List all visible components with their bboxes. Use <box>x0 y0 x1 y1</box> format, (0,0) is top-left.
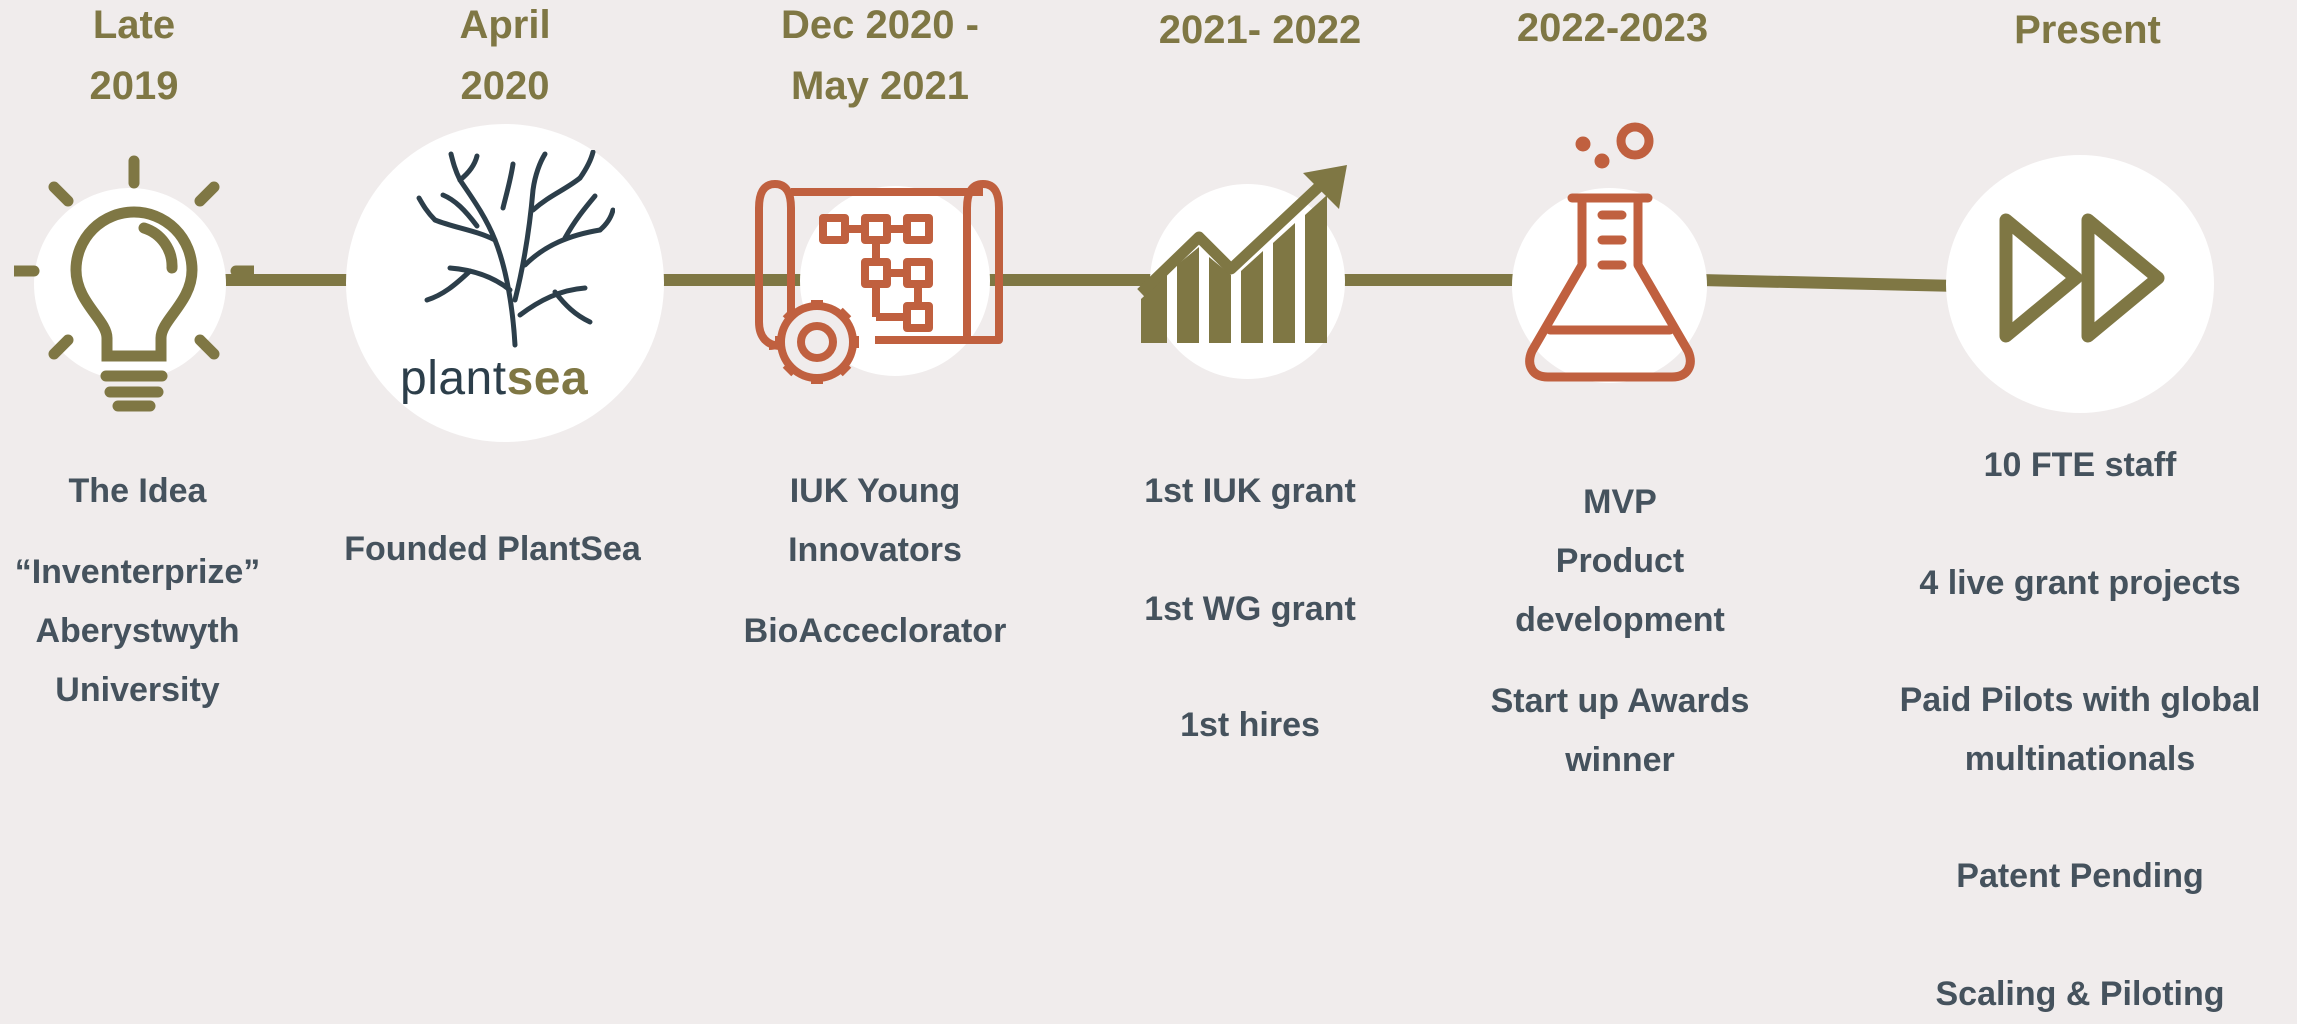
milestone-item: 4 live grant projects <box>1919 564 2241 602</box>
fast-forward-icon <box>1999 213 2165 343</box>
milestone-item: 10 FTE staff <box>1983 446 2177 484</box>
milestone-item: Paid Pilots with global multinationals <box>1899 681 2261 778</box>
milestone-description: The Idea “Inventerprize” Aberystwyth Uni… <box>0 462 275 720</box>
milestone-description: IUK Young Innovators BioAcceclorator <box>725 462 1025 661</box>
milestone-item: Patent Pending <box>1956 857 2204 895</box>
flask-icon <box>1525 122 1695 382</box>
milestone-description: MVP Product development Start up Awards … <box>1470 473 1770 790</box>
milestone-item: 1st IUK grant <box>1144 472 1356 510</box>
logo-text-plant: plant <box>400 352 507 405</box>
milestone-item: IUK Young Innovators <box>788 472 962 569</box>
milestone-item: MVP Product development <box>1515 483 1725 639</box>
icon-circle <box>1512 188 1707 383</box>
milestone-item: 1st WG grant <box>1144 590 1356 628</box>
coral-icon <box>416 150 615 348</box>
lightbulb-icon <box>14 155 254 412</box>
milestone-date: Dec 2020 - May 2021 <box>781 3 979 108</box>
milestone-description: 1st IUK grant 1st WG grant 1st hires <box>1100 462 1400 755</box>
milestone-date: 2022-2023 <box>1516 6 1709 50</box>
logo-text-sea: sea <box>506 352 589 405</box>
milestone-date: Present <box>2014 8 2161 52</box>
blueprint-gear-icon <box>755 180 1003 384</box>
milestone-description: Founded PlantSea <box>320 520 665 579</box>
milestone-item: “Inventerprize” Aberystwyth University <box>14 553 261 709</box>
milestone-item: The Idea <box>68 472 207 510</box>
milestone-date: April 2020 <box>459 3 551 108</box>
growth-chart-icon <box>1137 165 1347 343</box>
milestone-item: Start up Awards winner <box>1490 682 1750 779</box>
milestone-item: Founded PlantSea <box>344 530 641 568</box>
milestone-item: 1st hires <box>1180 706 1320 744</box>
plantsea-logo: plantsea <box>400 354 588 404</box>
milestone-date: 2021- 2022 <box>1158 8 1362 52</box>
milestone-item: Scaling & Piloting <box>1935 975 2225 1013</box>
icon-circle <box>1946 155 2214 413</box>
milestone-description: 10 FTE staff 4 live grant projects Paid … <box>1870 436 2290 1024</box>
milestone-date: Late 2019 <box>89 3 179 108</box>
milestone-item: BioAcceclorator <box>743 612 1007 650</box>
